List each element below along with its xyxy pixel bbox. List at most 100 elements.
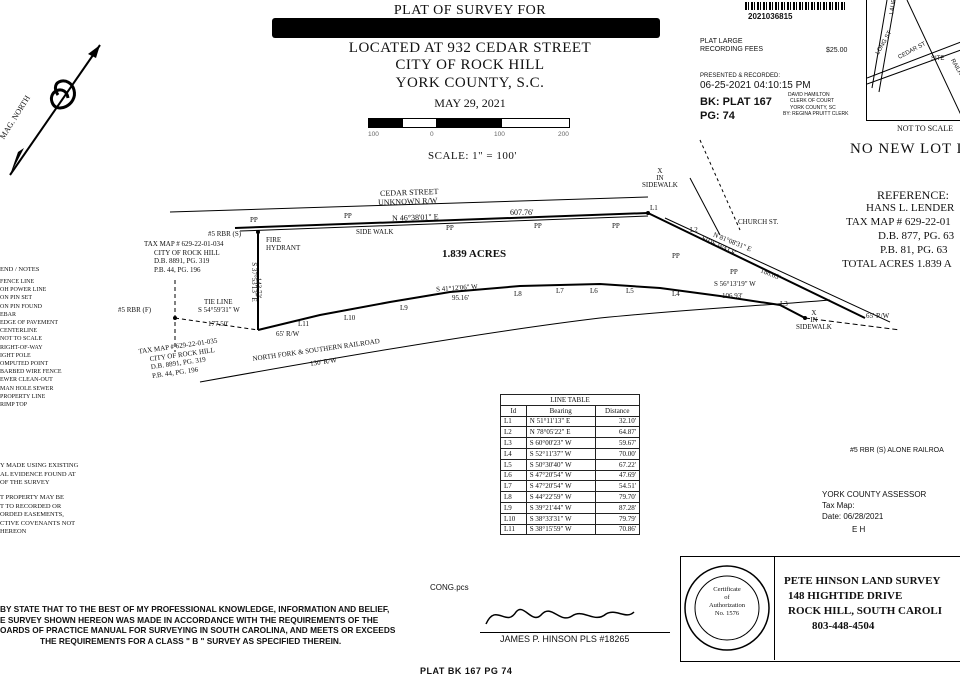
south-bearing-2: S 56°13'19" W (714, 280, 756, 288)
recording-fees-label: RECORDING FEES (700, 46, 764, 53)
reference-heading: REFERENCE: (876, 188, 949, 202)
tie-distance: 177.50' (208, 320, 229, 328)
legend-heading: END / NOTES (0, 266, 40, 273)
plat-heading: PLAT OF SURVEY FOR (393, 3, 547, 18)
north-distance: 607.76' (510, 208, 534, 217)
presented-recorded-label: PRESENTED & RECORDED: (700, 73, 781, 79)
recording-fees-amount: $25.00 (826, 47, 848, 54)
south-distance-2: 106.93' (722, 292, 743, 300)
tie-bearing: S 54°59'31" W (198, 306, 240, 314)
location-line: LOCATED AT 932 CEDAR STREET (348, 40, 592, 56)
assessor-title: YORK COUNTY ASSESSOR (822, 490, 927, 499)
power-pole-label: PP (250, 216, 258, 224)
power-pole-label: PP (446, 224, 454, 232)
clerk-name: DAVID HAMILTON (788, 92, 830, 98)
book-number: BK: PLAT 167 (700, 96, 772, 108)
plat-large-label: PLAT LARGE (700, 38, 743, 45)
scale-label: SCALE: 1" = 100' (428, 150, 517, 162)
rw-65-right: 65' R/W (866, 312, 890, 320)
county-line: YORK COUNTY, S.C. (395, 75, 545, 91)
redacted-owner-name (272, 18, 660, 38)
line-table-header-distance: Distance (594, 404, 641, 417)
reference-line-4: P.B. 81, PG. 63 (880, 244, 948, 256)
segment-label-l6: L6 (590, 287, 598, 295)
assessor-date: Date: 06/28/2021 (822, 512, 884, 521)
segment-label-l4: L4 (672, 290, 680, 298)
power-pole-label: PP (730, 268, 738, 276)
vicinity-map: LAURENS LONG ST CEDAR ST SITE RAILROA (866, 0, 960, 121)
company-box (680, 556, 960, 662)
legend-list: FENCE LINE OH POWER LINE ON PIN SET ON P… (0, 279, 62, 409)
footer-plat-reference: PLAT BK 167 PG 74 (420, 666, 513, 676)
assessor-initials: E H (852, 525, 866, 534)
segment-label-l9: L9 (400, 304, 408, 312)
scale-tick-2: 0 (430, 131, 434, 138)
segment-label-l8: L8 (514, 290, 522, 298)
signature-line (480, 632, 670, 633)
clerk-title: CLERK OF COURT (790, 98, 835, 104)
segment-label-l2: L2 (690, 226, 698, 234)
reference-line-5: TOTAL ACRES 1.839 A (842, 258, 952, 270)
no-new-lot-note: NO NEW LOT L (850, 141, 960, 157)
segment-label-l5: L5 (626, 287, 634, 295)
line-table-title: LINE TABLE (500, 394, 640, 406)
acreage-label: 1.839 ACRES (442, 248, 507, 260)
recording-datetime: 06-25-2021 04:10:15 PM (700, 80, 811, 91)
reference-line-1: HANS L. LENDER (866, 202, 955, 214)
north-arrow-icon (9, 44, 101, 176)
vicinity-label-site: SITE (931, 56, 945, 62)
segment-label-l1: L1 (650, 204, 658, 212)
recording-barcode (745, 2, 845, 10)
clerk-by: BY: REGINA PRUITT CLERK (783, 111, 849, 117)
surveying-company: PETE HINSON LAND SURVEY 148 HIGHTIDE DRI… (784, 575, 943, 632)
church-st-label: CHURCH ST. (738, 218, 779, 226)
rbr-s-label: #5 RBR (S) (208, 230, 242, 238)
survey-date: MAY 29, 2021 (434, 96, 506, 110)
scale-bar (368, 118, 570, 128)
sidewalk-label: SIDE WALK (356, 228, 394, 236)
west-distance: 143.72' (254, 277, 263, 299)
vicinity-caption: NOT TO SCALE (897, 124, 954, 133)
scale-tick-1: 100 (368, 131, 379, 138)
clerk-county: YORK COUNTY, SC (790, 105, 836, 111)
tie-line-label: TIE LINE (204, 298, 233, 306)
seal-icon (684, 565, 770, 651)
segment-label-l3: L3 (780, 300, 788, 308)
rw-65-left: 65' R/W (276, 330, 300, 338)
north-bearing: N 46°38'01" E (391, 212, 439, 223)
page-number: PG: 74 (700, 110, 735, 122)
reference-line-3: D.B. 877, PG. 63 (878, 230, 955, 242)
line-table-header-bearing: Bearing (525, 404, 596, 417)
recording-number: 2021036815 (748, 12, 793, 21)
assessor-tax-map: Tax Map: (822, 501, 855, 510)
rbr-alone-note: #5 RBR (S) ALONE RAILROA (850, 447, 944, 454)
power-pole-label: PP (344, 212, 352, 220)
scale-tick-3: 100 (494, 131, 505, 138)
reference-line-2: TAX MAP # 629-22-01 (846, 216, 951, 228)
line-table-header-id: Id (500, 404, 527, 417)
scale-tick-4: 200 (558, 131, 569, 138)
file-name: CONG.pcs (430, 583, 469, 592)
rbr-f-label: #5 RBR (F) (118, 306, 152, 314)
surveyor-signature (485, 608, 635, 625)
segment-label-l11: L11 (298, 320, 310, 328)
surveyor-name: JAMES P. HINSON PLS #18265 (500, 634, 630, 644)
power-pole-label: PP (534, 222, 542, 230)
surveyor-certification: BY STATE THAT TO THE BEST OF MY PROFESSI… (0, 604, 396, 646)
